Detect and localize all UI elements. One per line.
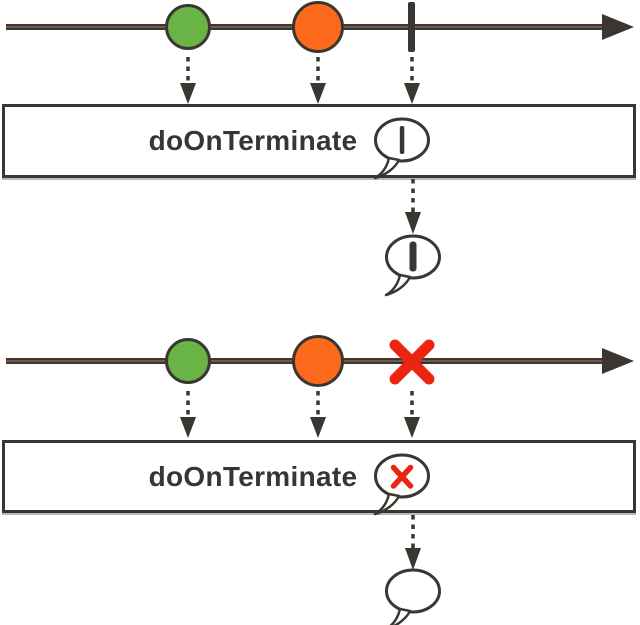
dashed-arrow	[180, 57, 196, 104]
error-event-icon	[389, 339, 435, 385]
operator-box-error: doOnTerminate	[2, 440, 636, 513]
operator-box-complete: doOnTerminate	[2, 104, 636, 178]
operator-label: doOnTerminate	[148, 125, 358, 156]
dashed-arrow	[404, 57, 420, 104]
dashed-arrow	[310, 57, 326, 104]
dashed-arrow	[405, 515, 421, 570]
orange-marble-icon	[292, 335, 344, 387]
complete-event-icon	[408, 2, 415, 52]
dashed-arrow	[405, 179, 421, 234]
output-bubble-complete-icon	[384, 234, 441, 297]
timeline-arrowhead-icon	[602, 14, 634, 40]
output-bubble-error-icon	[385, 568, 441, 625]
dashed-arrow	[404, 391, 420, 438]
operator-label: doOnTerminate	[148, 460, 358, 492]
timeline-arrowhead-icon	[602, 348, 634, 374]
side-effect-bubble-complete-icon	[373, 117, 430, 180]
dashed-arrow	[180, 391, 196, 438]
green-marble-icon	[165, 338, 211, 384]
green-marble-icon	[165, 4, 211, 50]
operator-label-wrap: doOnTerminate	[5, 107, 501, 175]
dashed-arrow	[310, 391, 326, 438]
side-effect-bubble-error-icon	[373, 453, 430, 516]
orange-marble-icon	[292, 1, 344, 53]
operator-label-wrap: doOnTerminate	[5, 443, 501, 510]
